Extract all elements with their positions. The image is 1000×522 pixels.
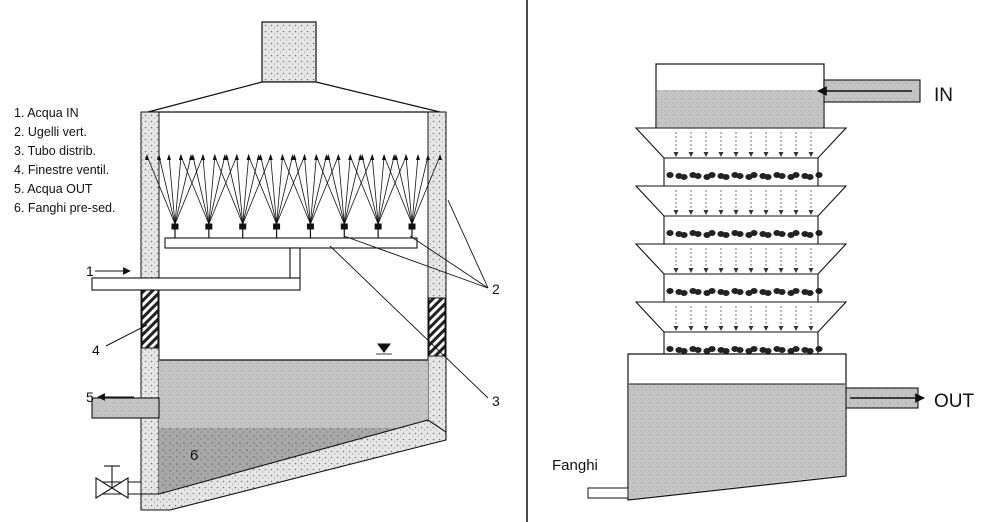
right-tower-diagram: [587, 63, 925, 501]
spray-nozzles: [145, 154, 442, 238]
tray: [634, 127, 848, 186]
callout-6: 6: [190, 447, 198, 464]
water-level-marker: [376, 343, 392, 355]
callout-4: 4: [92, 342, 100, 358]
label-sludge: Fanghi: [552, 457, 598, 474]
outlet-pipe: [91, 397, 160, 419]
spray-nozzle: [348, 154, 409, 238]
legend-item: 5. Acqua OUT: [14, 182, 93, 196]
sludge-pipe: [587, 487, 629, 499]
spray-nozzle: [145, 154, 205, 238]
spray-nozzle: [314, 154, 375, 238]
vent-window-left: [141, 289, 159, 349]
inlet-pipe: [91, 277, 301, 291]
callout-2: 2: [492, 281, 500, 297]
label-in: IN: [934, 85, 953, 106]
spray-nozzle: [246, 154, 307, 238]
callout-5: 5: [86, 389, 94, 405]
legend-item: 2. Ugelli vert.: [14, 125, 87, 139]
tray: [634, 243, 848, 302]
vent-window-right: [428, 297, 446, 357]
spray-nozzle: [382, 154, 442, 238]
tray: [634, 185, 848, 244]
basin-water: [629, 384, 845, 499]
label-out: OUT: [934, 391, 975, 412]
distributor-pipe: [164, 237, 418, 249]
legend-item: 6. Fanghi pre-sed.: [14, 201, 116, 215]
callout-3: 3: [492, 393, 500, 409]
callout-1: 1: [86, 263, 94, 279]
drain-valve: [95, 465, 129, 499]
tray: [634, 301, 848, 360]
legend-item: 1. Acqua IN: [14, 106, 79, 120]
legend-item: 3. Tubo distrib.: [14, 144, 96, 158]
left-tower-diagram: [91, 21, 489, 511]
water-body: [159, 360, 428, 428]
pipe-riser: [289, 247, 301, 279]
hood: [147, 81, 441, 113]
sloped-bottom: [140, 419, 447, 511]
legend-list: 1. Acqua IN 2. Ugelli vert. 3. Tubo dist…: [14, 104, 115, 218]
top-inlet-water: [657, 90, 823, 127]
legend-item: 4. Finestre ventil.: [14, 163, 110, 177]
spray-nozzle: [280, 154, 341, 238]
spray-nozzle: [212, 154, 273, 238]
spray-nozzle: [178, 154, 239, 238]
chimney: [261, 21, 317, 83]
trays: [634, 127, 848, 360]
